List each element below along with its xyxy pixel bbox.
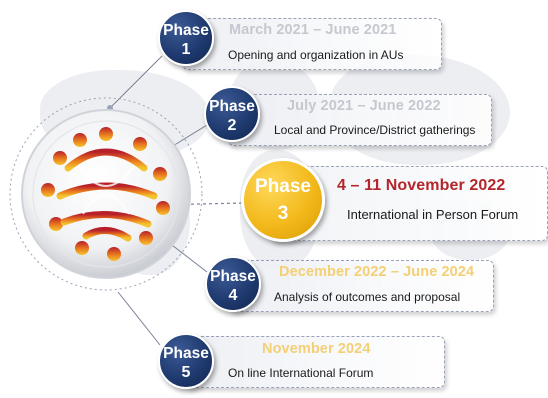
connector-phase-5	[117, 291, 161, 346]
phase-5-number: 5	[181, 364, 191, 381]
phase-2-date: July 2021 – June 2022	[287, 98, 441, 114]
phase-5-date: November 2024	[262, 341, 371, 357]
phase-3-badge: Phase 3	[241, 158, 325, 242]
phase-3-date: 4 – 11 November 2022	[337, 177, 506, 194]
phase-4-number: 4	[228, 287, 238, 304]
logo	[8, 96, 204, 292]
phase-1-number: 1	[181, 41, 191, 58]
phase-4-label: Phase	[210, 268, 256, 285]
phase-3-number: 3	[277, 203, 289, 224]
phase-5-card: November 2024 On line International Foru…	[185, 336, 445, 388]
connector-phase-1	[109, 55, 163, 109]
phase-4-description: Analysis of outcomes and proposal	[274, 290, 461, 304]
phase-5-description: On line International Forum	[228, 366, 374, 380]
phase-3-description: International in Person Forum	[347, 207, 519, 222]
phase-2-description: Local and Province/District gatherings	[274, 123, 476, 137]
phase-1-card: March 2021 – June 2021 Opening and organ…	[182, 18, 442, 70]
phase-5-badge: Phase 5	[158, 333, 214, 389]
phase-2-badge: Phase 2	[204, 86, 260, 142]
phase-1-date: March 2021 – June 2021	[229, 22, 397, 38]
phase-4-badge: Phase 4	[205, 256, 261, 312]
phase-2-number: 2	[227, 117, 237, 134]
phase-1-description: Opening and organization in AUs	[228, 48, 404, 62]
phase-1-label: Phase	[163, 22, 209, 39]
phase-2-card: July 2021 – June 2022 Local and Province…	[228, 94, 492, 146]
phase-4-date: December 2022 – June 2024	[279, 264, 475, 280]
phase-1-badge: Phase 1	[158, 10, 214, 66]
phase-3-label: Phase	[255, 176, 311, 197]
phase-5-label: Phase	[163, 345, 209, 362]
phase-2-label: Phase	[209, 98, 255, 115]
phase-4-card: December 2022 – June 2024 Analysis of ou…	[230, 260, 494, 312]
world-forum-people-logo	[9, 97, 203, 291]
